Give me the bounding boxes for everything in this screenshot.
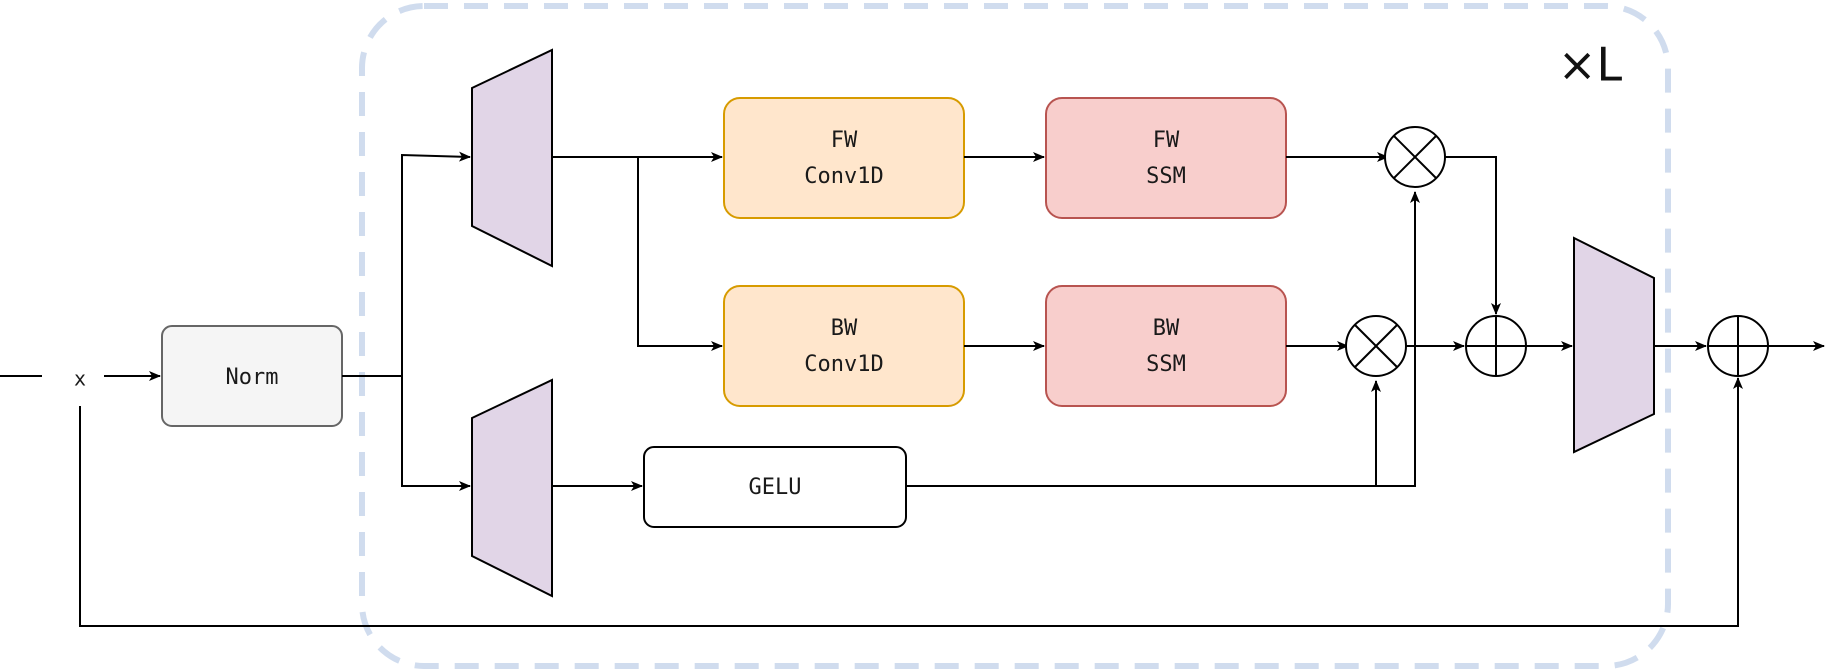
fw-conv1d-label-line1: FW: [831, 128, 858, 153]
multiply-node-backward: [1345, 315, 1407, 377]
residual-connection: [79, 377, 1743, 627]
bw-conv1d-label-line1: BW: [831, 316, 858, 341]
sum-node-merge: [1465, 315, 1527, 377]
fw-conv1d-block: [723, 97, 965, 219]
fw-ssm-label-line2: SSM: [1146, 164, 1186, 189]
bw-ssm-block: [1045, 285, 1287, 407]
fw-conv1d-label-line2: Conv1D: [804, 164, 883, 189]
bw-conv1d-block: [723, 285, 965, 407]
output-projection: [1573, 236, 1655, 454]
multiply-node-forward: [1384, 126, 1446, 188]
bw-conv1d-label-line2: Conv1D: [804, 352, 883, 377]
repeat-label: ×L: [1558, 38, 1623, 92]
bw-ssm-label-line2: SSM: [1146, 352, 1186, 377]
fw-ssm-label-line1: FW: [1153, 128, 1180, 153]
input-label: x: [74, 367, 86, 391]
gelu-label: GELU: [749, 475, 802, 500]
sum-node-residual: [1707, 315, 1769, 377]
bw-ssm-label-line1: BW: [1153, 316, 1180, 341]
fw-ssm-block: [1045, 97, 1287, 219]
repeat-region: [359, 3, 1671, 669]
input-projection-bottom: [471, 378, 553, 598]
input-projection-top: [471, 48, 553, 268]
norm-label: Norm: [226, 365, 279, 390]
